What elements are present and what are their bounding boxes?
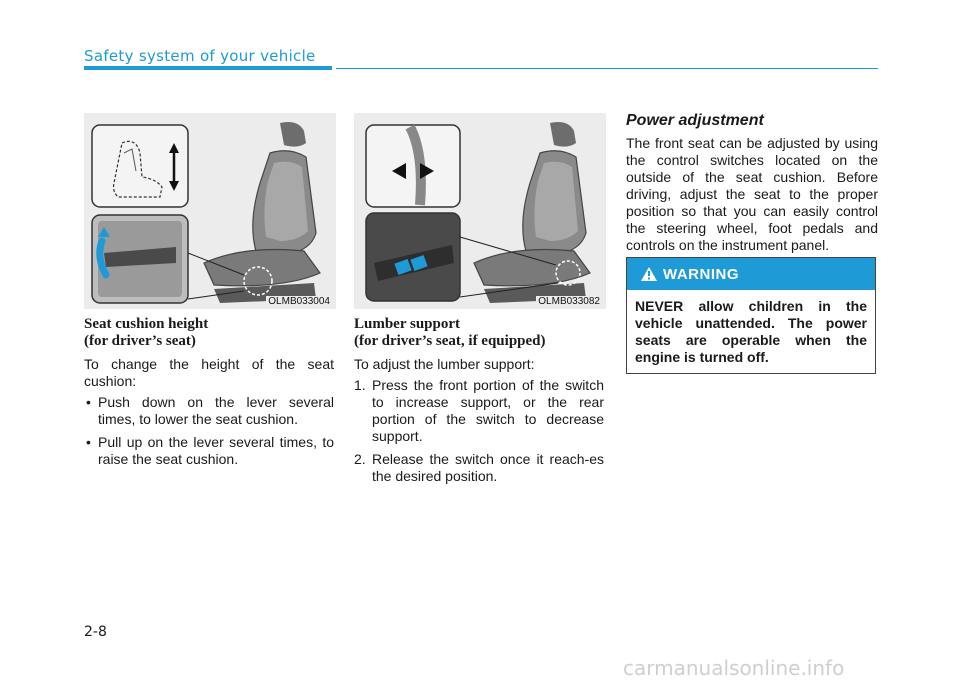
warning-box: WARNING NEVER allow children in the vehi… [626,257,876,374]
lumbar-section: Lumber support (for driver’s seat, if eq… [354,316,604,491]
warning-text: NEVER allow children in the vehicle unat… [635,298,867,365]
lumbar-intro: To adjust the lumber support: [354,356,535,372]
lumbar-support-figure: OLMB033082 [354,113,606,309]
power-adjustment-title: Power adjustment [626,112,764,129]
seat-cushion-title: Seat cushion height (for driver’s seat) [84,316,209,349]
lumbar-title: Lumber support (for driver’s seat, if eq… [354,316,546,349]
warning-heading: WARNING [663,265,739,283]
list-item: •Pull up on the lever several times, to … [86,434,334,467]
figure-code: OLMB033004 [266,296,332,307]
seat-height-illustration [91,122,321,304]
seat-cushion-figure: OLMB033004 [84,113,336,309]
list-item: 1.Press the front portion of the switch … [354,377,604,444]
seat-cushion-intro: To change the height of the seat cushion… [84,356,334,389]
warning-header: WARNING [627,258,875,290]
page-number: 2-8 [84,624,107,640]
list-item: •Push down on the lever several times, t… [86,394,334,427]
bullet-icon: • [86,434,91,450]
figure-code: OLMB033082 [536,296,602,307]
watermark: carmanualsonline.info [623,656,845,680]
power-adjustment-body: The front seat can be adjusted by using … [626,135,878,253]
lumbar-support-illustration [365,122,591,303]
warning-triangle-icon [641,267,657,281]
bullet-icon: • [86,394,91,410]
header-rule-thin [336,68,878,69]
power-adjustment-section: Power adjustment The front seat can be a… [626,112,878,254]
list-item: 2.Release the switch once it reach-es th… [354,451,604,484]
seat-cushion-section: Seat cushion height (for driver’s seat) … [84,316,334,474]
header-rule-thick [84,66,332,70]
section-header: Safety system of your vehicle [84,47,316,65]
